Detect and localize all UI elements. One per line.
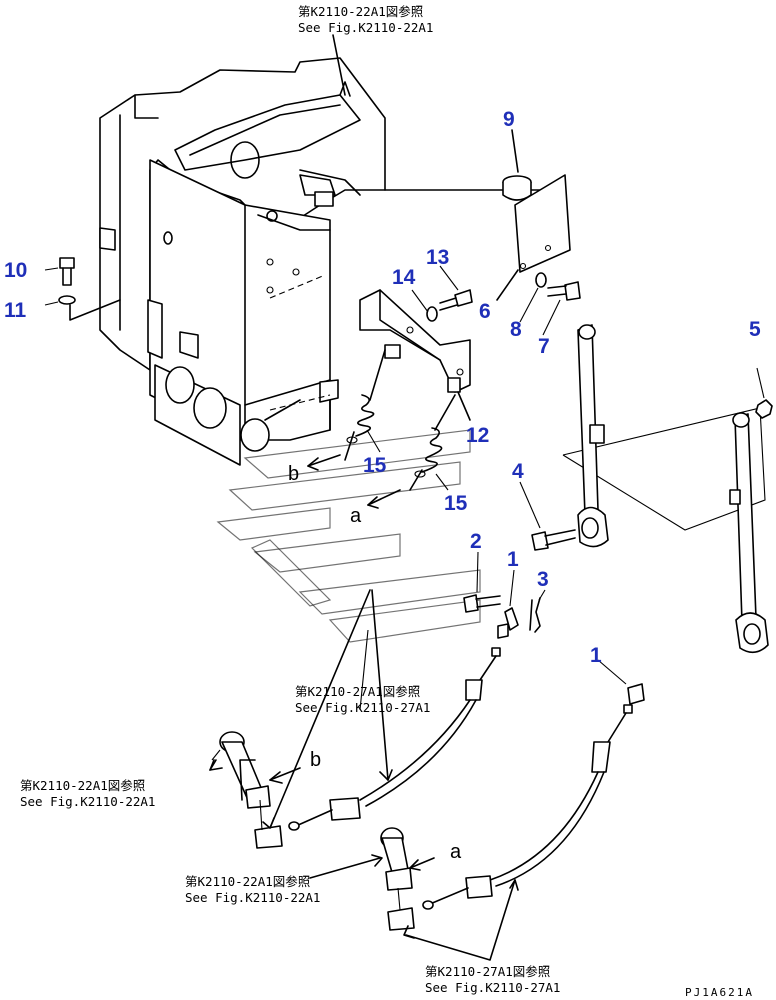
callout-12: 12 — [466, 424, 489, 447]
plug-9 — [502, 129, 532, 201]
leader-mid-arrow-1 — [262, 817, 275, 829]
leader-11 — [69, 299, 121, 321]
lever-assembly-bottom-center — [380, 827, 435, 931]
leader-top-arrow — [339, 81, 351, 97]
washer-14 — [411, 289, 438, 322]
spring-15-right — [409, 394, 456, 491]
lever-right — [729, 412, 769, 654]
view-letter-a-bottom: a — [450, 841, 462, 863]
callout-10: 10 — [4, 259, 27, 282]
leader-mid-ref-2 — [371, 589, 389, 781]
ref-mid-jp: 第K2110-27A1図参照 — [295, 684, 420, 699]
bracket-12 — [359, 289, 471, 421]
callout-2: 2 — [470, 530, 482, 553]
callout-3: 3 — [537, 568, 549, 591]
callout-15-right: 15 — [444, 492, 468, 515]
ref-mid-en: See Fig.K2110-27A1 — [295, 700, 430, 715]
washer-11 — [44, 295, 76, 306]
callout-4: 4 — [512, 460, 524, 483]
callout-8: 8 — [510, 318, 522, 341]
ref-center-en: See Fig.K2110-22A1 — [185, 890, 320, 905]
lever-left — [577, 324, 609, 548]
bolt-13 — [439, 265, 473, 311]
drawing-code: PJ1A621A — [685, 986, 754, 999]
nut-5 — [755, 367, 773, 419]
watermark-logo — [216, 429, 481, 643]
leader-mid-ref-1 — [269, 589, 371, 829]
arrow-a-top — [367, 489, 401, 506]
ref-top-en: See Fig.K2110-22A1 — [298, 20, 433, 35]
callout-1-right: 1 — [590, 644, 602, 667]
callout-14: 14 — [392, 266, 416, 289]
ref-center-jp: 第K2110-22A1図参照 — [185, 874, 310, 889]
view-letter-b-top: b — [288, 463, 299, 485]
bolt-10 — [44, 257, 75, 286]
arrow-b-top — [307, 454, 341, 467]
leader-bottom-arrow-2 — [509, 879, 519, 891]
plate-6 — [496, 174, 571, 301]
ref-top-jp: 第K2110-22A1図参照 — [298, 4, 423, 19]
clamp-1-top — [497, 569, 519, 639]
ref-bottom-jp: 第K2110-27A1図参照 — [425, 964, 550, 979]
leader-mid-arrow-2 — [379, 769, 393, 781]
leader-mid-link — [359, 629, 369, 711]
leader-center-arrow — [371, 854, 383, 867]
leader-center-ref — [309, 857, 381, 879]
ref-left-jp: 第K2110-22A1図参照 — [20, 778, 145, 793]
bolt-7 — [542, 281, 581, 336]
view-letter-b-bottom: b — [310, 749, 321, 771]
lever-assembly-bottom-left — [211, 731, 301, 849]
console-frame — [99, 57, 386, 466]
callout-1-top: 1 — [507, 548, 519, 571]
arrow-a-top-head — [367, 496, 379, 509]
view-letter-a-top: a — [350, 505, 362, 527]
leader-bottom-ref — [405, 879, 516, 961]
cable-right — [422, 659, 645, 910]
callout-9: 9 — [503, 108, 515, 131]
washer-8 — [519, 272, 547, 323]
callout-11: 11 — [4, 299, 27, 322]
bolt-4 — [519, 481, 576, 551]
arrow-b-top-head — [307, 457, 319, 471]
callout-13: 13 — [426, 246, 449, 269]
callout-5: 5 — [749, 318, 761, 341]
lever-plane — [562, 407, 766, 531]
leader-left-arrowhead — [209, 759, 223, 771]
leader-bottom-arrow-1 — [403, 925, 415, 939]
ref-left-en: See Fig.K2110-22A1 — [20, 794, 155, 809]
cable-left — [288, 647, 501, 831]
callout-15-left: 15 — [363, 454, 387, 477]
callout-6: 6 — [479, 300, 491, 323]
bolt-2 — [463, 551, 501, 613]
spring-15-left — [344, 349, 386, 461]
ref-bottom-en: See Fig.K2110-27A1 — [425, 980, 560, 995]
clip-3 — [529, 589, 546, 633]
callout-7: 7 — [538, 335, 550, 358]
